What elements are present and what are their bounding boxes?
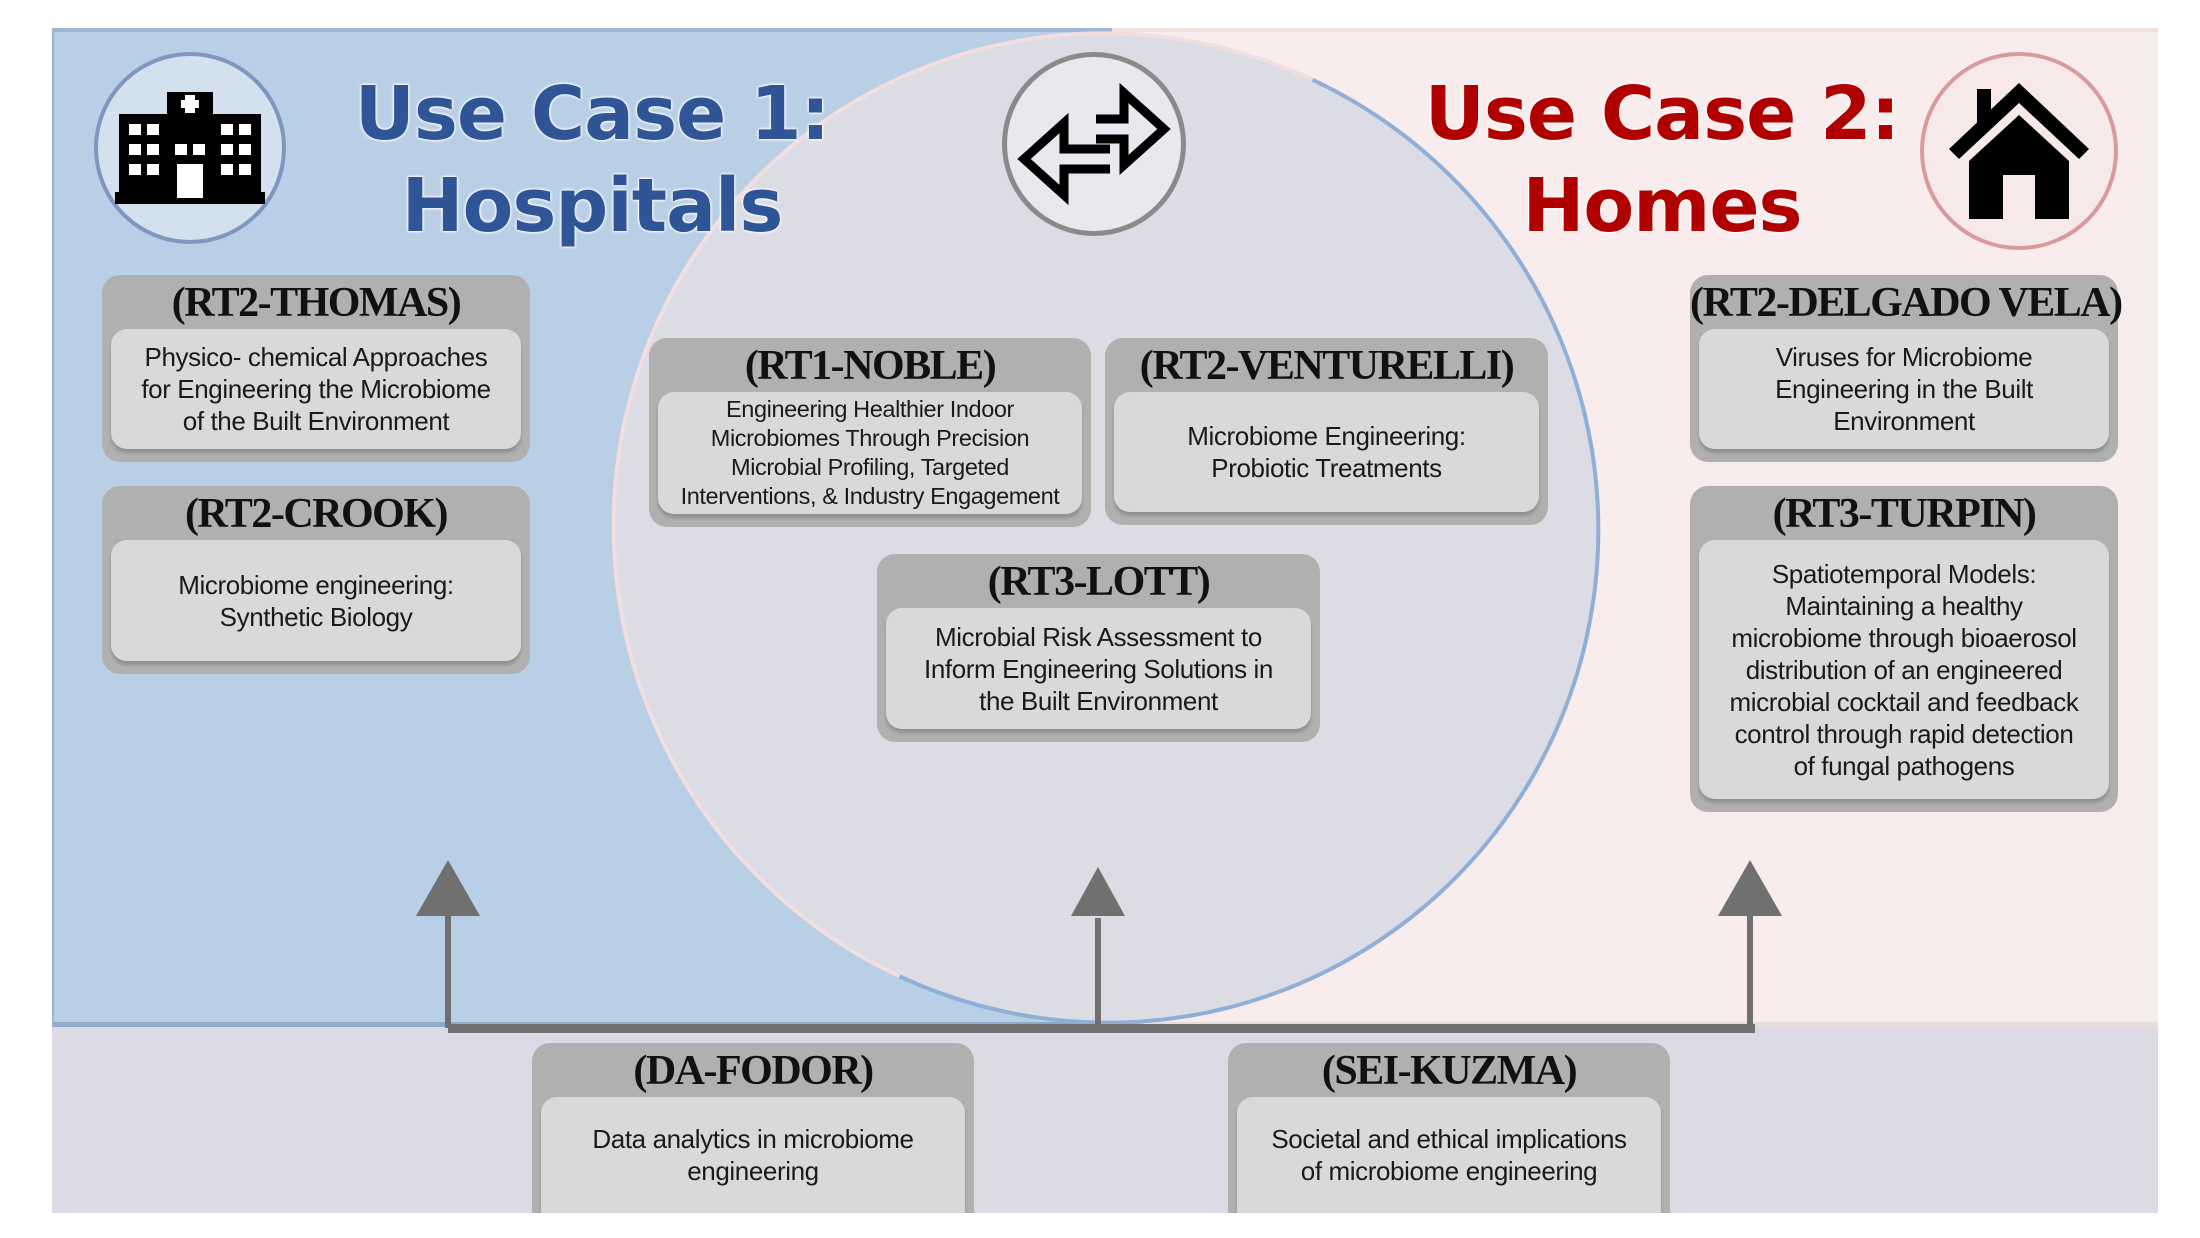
connector-bar — [448, 1024, 1755, 1033]
diagram-canvas: Use Case 1: Hospitals Use Case 2: Homes … — [52, 28, 2158, 1213]
arrowhead-homes — [1718, 860, 1782, 916]
bidirectional-arrows-icon — [1017, 82, 1171, 206]
home-icon-badge — [1920, 52, 2118, 250]
box-title: (RT2-THOMAS) — [171, 280, 462, 326]
hospital-icon — [115, 92, 265, 204]
use-case-2-title: Use Case 2: Homes — [1424, 71, 1900, 249]
exchange-icon-badge — [1002, 52, 1186, 236]
box-rt3-turpin: (RT3-TURPIN) Spatiotemporal Models: Main… — [1690, 486, 2118, 812]
arrowhead-center — [1071, 867, 1125, 916]
box-description: Viruses for Microbiome Engineering in th… — [1699, 329, 2109, 449]
box-description: Microbiome engineering: Synthetic Biolog… — [111, 540, 521, 661]
box-da-fodor: (DA-FODOR) Data analytics in microbiome … — [532, 1043, 974, 1213]
cross-cutting-panel — [52, 1027, 2158, 1213]
box-description: Societal and ethical implications of mic… — [1237, 1097, 1661, 1213]
box-title: (SEI-KUZMA) — [1321, 1048, 1578, 1094]
box-rt2-thomas: (RT2-THOMAS) Physico- chemical Approache… — [102, 275, 530, 462]
arrow-shaft-hospitals — [445, 913, 451, 1028]
box-description: Spatiotemporal Models: Maintaining a hea… — [1699, 540, 2109, 799]
box-title: (DA-FODOR) — [633, 1048, 874, 1094]
box-title: (RT3-TURPIN) — [1772, 491, 2037, 537]
arrowheads — [416, 860, 1782, 916]
box-description: Microbiome Engineering: Probiotic Treatm… — [1114, 392, 1539, 512]
box-description: Data analytics in microbiome engineering — [541, 1097, 965, 1213]
arrow-shaft-homes — [1747, 913, 1753, 1028]
home-icon — [1949, 83, 2089, 219]
box-title: (RT1-NOBLE) — [744, 343, 997, 389]
box-rt2-delgado-vela: (RT2-DELGADO VELA) Viruses for Microbiom… — [1690, 275, 2123, 462]
box-title: (RT3-LOTT) — [987, 559, 1211, 605]
box-title: (RT2-DELGADO VELA) — [1690, 280, 2123, 326]
use-case-1-title: Use Case 1: Hospitals — [354, 71, 830, 249]
box-title: (RT2-CROOK) — [185, 491, 449, 537]
box-title: (RT2-VENTURELLI) — [1139, 343, 1515, 389]
box-sei-kuzma: (SEI-KUZMA) Societal and ethical implica… — [1228, 1043, 1670, 1213]
box-description: Engineering Healthier Indoor Microbiomes… — [658, 392, 1082, 514]
box-rt2-venturelli: (RT2-VENTURELLI) Microbiome Engineering:… — [1105, 338, 1548, 525]
box-description: Microbial Risk Assessment to Inform Engi… — [886, 608, 1311, 729]
hospital-icon-badge — [94, 52, 286, 244]
arrowhead-hospitals — [416, 860, 480, 916]
box-rt3-lott: (RT3-LOTT) Microbial Risk Assessment to … — [877, 554, 1320, 742]
box-description: Physico- chemical Approaches for Enginee… — [111, 329, 521, 449]
box-rt1-noble: (RT1-NOBLE) Engineering Healthier Indoor… — [649, 338, 1091, 527]
box-rt2-crook: (RT2-CROOK) Microbiome engineering: Synt… — [102, 486, 530, 674]
arrow-shaft-center — [1095, 918, 1101, 1028]
